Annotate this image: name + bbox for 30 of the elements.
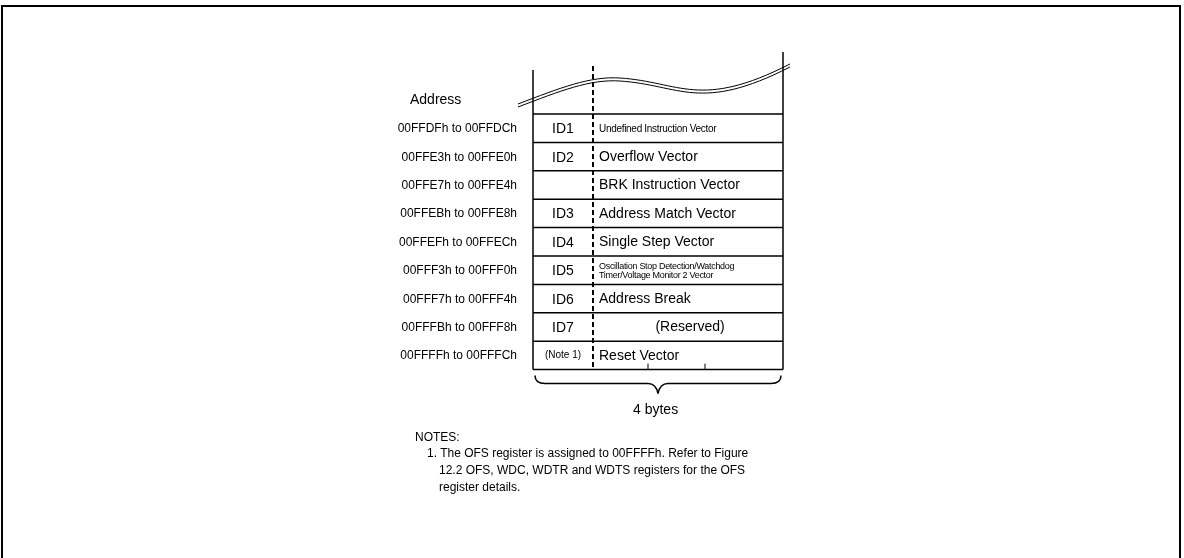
table-cell-text: Reset Vector <box>599 345 681 365</box>
address-range: 00FFDFh to 00FFDCh <box>397 120 517 138</box>
table-cell-text: Address Match Vector <box>599 203 737 223</box>
table-cell-text: (Note 1) <box>543 348 583 363</box>
table-cell-text: ID7 <box>551 318 575 337</box>
address-range: 00FFE7h to 00FFE4h <box>401 177 517 194</box>
address-range: 00FFFBh to 00FFF8h <box>401 319 517 336</box>
table-cell-text: Single Step Vector <box>599 232 716 252</box>
address-range: 00FFF3h to 00FFF0h <box>402 262 517 280</box>
table-cell-text: ID4 <box>551 232 575 252</box>
table-cell-text: Undefined Instruction Vector <box>599 121 718 136</box>
table-cell-text: Address Break <box>599 289 692 309</box>
note-text: 1. The OFS register is assigned to 00FFFFh. Refer to Figure 12.2 OFS, WDC, WDTR and WDTS registers for the OFS register details. <box>427 445 750 496</box>
table-cell-text: (Reserved) <box>654 317 726 337</box>
address-range: 00FFEBh to 00FFE8h <box>400 205 517 223</box>
column-heading: Address <box>410 92 462 106</box>
table-cell-text: ID6 <box>551 289 575 309</box>
address-range: 00FFE3h to 00FFE0h <box>401 148 517 166</box>
table-cell-text: Overflow Vector <box>599 147 699 167</box>
address-range: 00FFFFh to 00FFFCh <box>400 347 517 365</box>
notes-heading: NOTES: <box>415 431 460 443</box>
table-cell-text: ID5 <box>551 261 575 281</box>
width-label: 4 bytes <box>633 402 679 416</box>
address-range: 00FFF7h to 00FFF4h <box>402 290 517 308</box>
address-range: 00FFEFh to 00FFECh <box>398 233 517 251</box>
table-cell-text: ID2 <box>551 147 575 167</box>
table-cell-text: BRK Instruction Vector <box>599 175 741 195</box>
table-cell-text: Oscillation Stop Detection/Watchdog Timer/Voltage Monitor 2 Vector <box>599 262 736 280</box>
table-cell-text: ID3 <box>551 204 575 224</box>
table-cell-text: ID1 <box>551 119 575 139</box>
